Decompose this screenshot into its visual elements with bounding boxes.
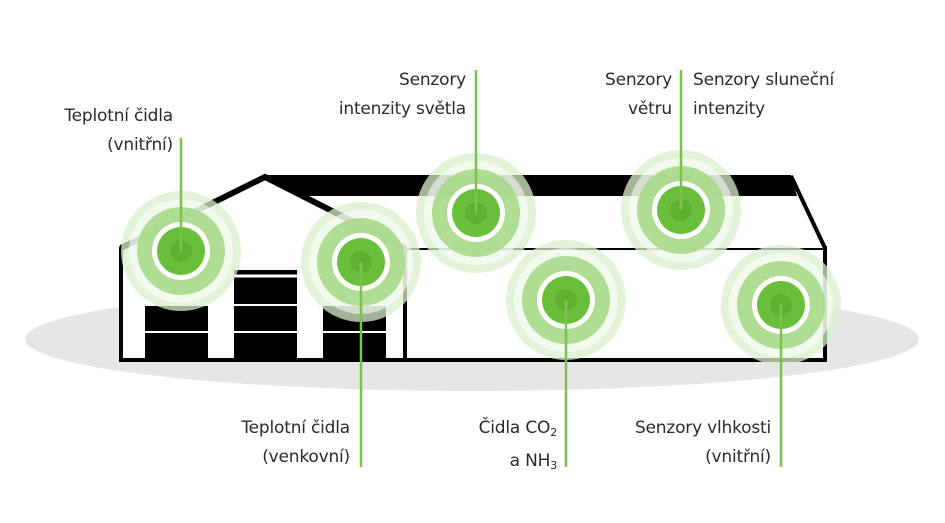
label-text: a NH: [509, 451, 551, 471]
label-line: Senzory sluneční: [693, 70, 835, 90]
label-line: intenzity světla: [338, 99, 466, 119]
label-humidity: Senzory vlhkosti (vnitřní): [635, 414, 771, 472]
barn-door-center: [234, 270, 297, 358]
label-line: Čidla CO2: [478, 414, 558, 447]
label-line: (vnitřní): [705, 447, 771, 467]
label-text: Čidla CO: [478, 418, 551, 438]
sensor-humidity: [721, 245, 841, 467]
sensor-temp-outer: [301, 202, 421, 467]
sensor-wind: [621, 70, 741, 270]
label-line: (venkovní): [262, 447, 350, 467]
subscript: 3: [550, 459, 557, 472]
label-solar: Senzory sluneční intenzity: [693, 66, 834, 124]
label-line: Senzory: [399, 70, 466, 90]
label-line: a NH3: [479, 447, 558, 480]
barn-door-left: [145, 306, 208, 358]
label-line: intenzity: [693, 99, 765, 119]
subscript: 2: [550, 426, 557, 439]
label-co2-nh3: Čidla CO2 a NH3: [478, 414, 558, 480]
sensor-temp-inner: [121, 138, 241, 311]
label-line: větru: [628, 99, 672, 119]
sensor-co2: [506, 240, 626, 467]
label-wind: Senzory větru: [605, 66, 672, 124]
label-line: Teplotní čidla: [64, 106, 173, 126]
label-line: Teplotní čidla: [241, 418, 350, 438]
label-light: Senzory intenzity světla: [339, 66, 466, 124]
label-temp-outer: Teplotní čidla (venkovní): [241, 414, 350, 472]
sensor-light: [416, 70, 536, 273]
label-line: Senzory: [605, 70, 672, 90]
label-line: Senzory vlhkosti: [634, 418, 771, 438]
label-temp-inner: Teplotní čidla (vnitřní): [64, 102, 173, 160]
label-line: (vnitřní): [107, 135, 173, 155]
